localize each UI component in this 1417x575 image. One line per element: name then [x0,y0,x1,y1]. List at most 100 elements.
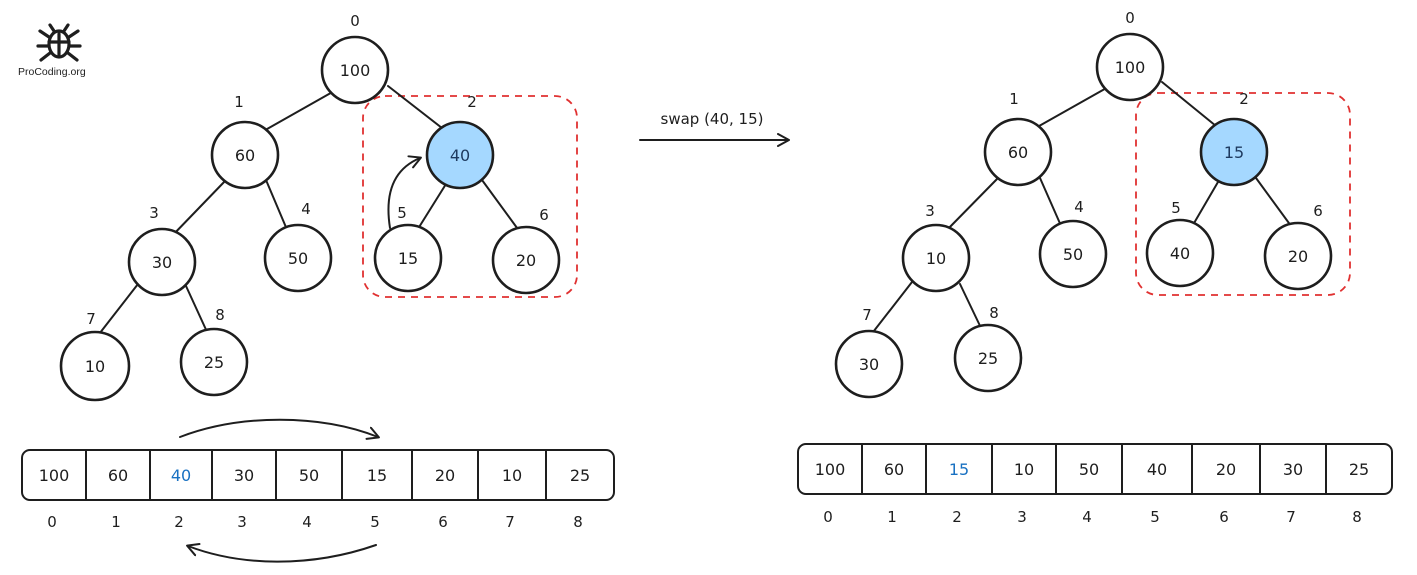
array-cell-value: 20 [1216,460,1236,479]
node-circle [1095,32,1165,102]
edge-1-3 [943,177,999,234]
node-circle [834,329,904,399]
array-cell-value: 50 [299,466,319,485]
before-node-1: 601 [210,93,280,190]
node-circle [953,323,1023,393]
array-cell-value: 25 [570,466,590,485]
node-value: 25 [204,353,224,372]
after-node-1: 601 [983,90,1053,187]
array-cell-value: 10 [1014,460,1034,479]
node-circle [1038,219,1108,289]
array-index-label: 5 [370,513,380,531]
after-node-8: 25 8 [953,304,1023,393]
edge-2-6 [1255,177,1295,231]
after-tree: 100 0 601 15 2 10 3 50 4 40 5 206 30 7 25 8 [834,9,1351,399]
array-cell-value: 50 [1079,460,1099,479]
node-index-label: 2 [467,93,477,111]
node-value: 100 [340,61,371,80]
after-node-0: 100 0 [1095,9,1165,102]
before-node-6: 20 6 [491,206,561,295]
after-node-4: 50 4 [1038,198,1108,289]
array-index-label: 3 [237,513,247,531]
array-index-label: 1 [887,508,897,526]
after-node-2: 15 2 [1199,90,1269,187]
node-value: 30 [859,355,879,374]
array-cell-value: 100 [815,460,846,479]
node-index-label: 5 [1171,199,1181,217]
array-index-label: 4 [1082,508,1092,526]
edge-0-1 [1031,85,1111,131]
edge-3-7 [95,283,139,339]
array-index-label: 7 [505,513,515,531]
node-value: 10 [85,357,105,376]
node-circle [320,35,390,105]
node-value: 50 [288,249,308,268]
node-index-label: 7 [862,306,872,324]
after-node-5: 40 5 [1145,199,1215,288]
array-cell-value: 60 [884,460,904,479]
before-swap-up-arrow [387,155,422,229]
node-value: 10 [926,249,946,268]
array-index-label: 2 [174,513,184,531]
node-index-label: 0 [1125,9,1135,27]
node-value: 50 [1063,245,1083,264]
node-value: 100 [1115,58,1146,77]
edge-1-4 [265,179,289,233]
node-index-label: 8 [989,304,999,322]
array-index-label: 3 [1017,508,1027,526]
before-array-frame [21,449,615,501]
node-index-label: 3 [149,204,159,222]
node-index-label: 6 [1313,202,1323,220]
array-index-label: 0 [823,508,833,526]
array-cell-value: 100 [39,466,70,485]
node-value: 15 [1224,143,1244,162]
after-edges [869,81,1295,337]
array-index-label: 1 [111,513,121,531]
edge-0-1 [259,89,337,134]
before-array-back-arrow [186,542,377,563]
before-edges [95,85,521,339]
after-node-3: 10 3 [901,202,971,293]
after-subtree-highlight-box [1135,92,1351,296]
edge-3-7 [869,281,913,337]
bug-icon [36,23,82,62]
array-index-label: 7 [1286,508,1296,526]
node-index-label: 4 [1074,198,1084,216]
edge-1-4 [1039,177,1063,229]
node-index-label: 4 [301,200,311,218]
node-index-label: 2 [1239,90,1249,108]
before-node-3: 303 [127,204,197,297]
node-value: 25 [978,349,998,368]
after-node-6: 206 [1263,202,1333,291]
node-value: 60 [235,146,255,165]
node-index-label: 7 [86,310,96,328]
before-node-7: 10 7 [59,310,131,402]
before-node-4: 50 4 [263,200,333,293]
before-array-forward-arrow [179,418,380,440]
array-index-label: 8 [573,513,583,531]
array-index-label: 5 [1150,508,1160,526]
node-circle [425,120,495,190]
edge-3-8 [959,283,983,331]
node-index-label: 6 [539,206,549,224]
array-index-label: 8 [1352,508,1362,526]
node-circle [901,223,971,293]
array-index-label: 2 [952,508,962,526]
swap-operation: swap (40, 15) [639,110,790,147]
node-index-label: 0 [350,12,360,30]
array-cell-value: 15 [949,460,969,479]
node-index-label: 3 [925,202,935,220]
array-index-label: 4 [302,513,312,531]
before-node-5: 155 [373,204,443,293]
node-index-label: 1 [1009,90,1019,108]
array-index-label: 6 [1219,508,1229,526]
node-value: 40 [1170,244,1190,263]
array-cell-value: 60 [108,466,128,485]
node-value: 20 [516,251,536,270]
node-circle [983,117,1053,187]
array-cell-value: 20 [435,466,455,485]
node-circle [127,227,197,297]
array-cell-value: 40 [1147,460,1167,479]
before-subtree-highlight-box [362,95,578,298]
node-circle [179,327,249,397]
